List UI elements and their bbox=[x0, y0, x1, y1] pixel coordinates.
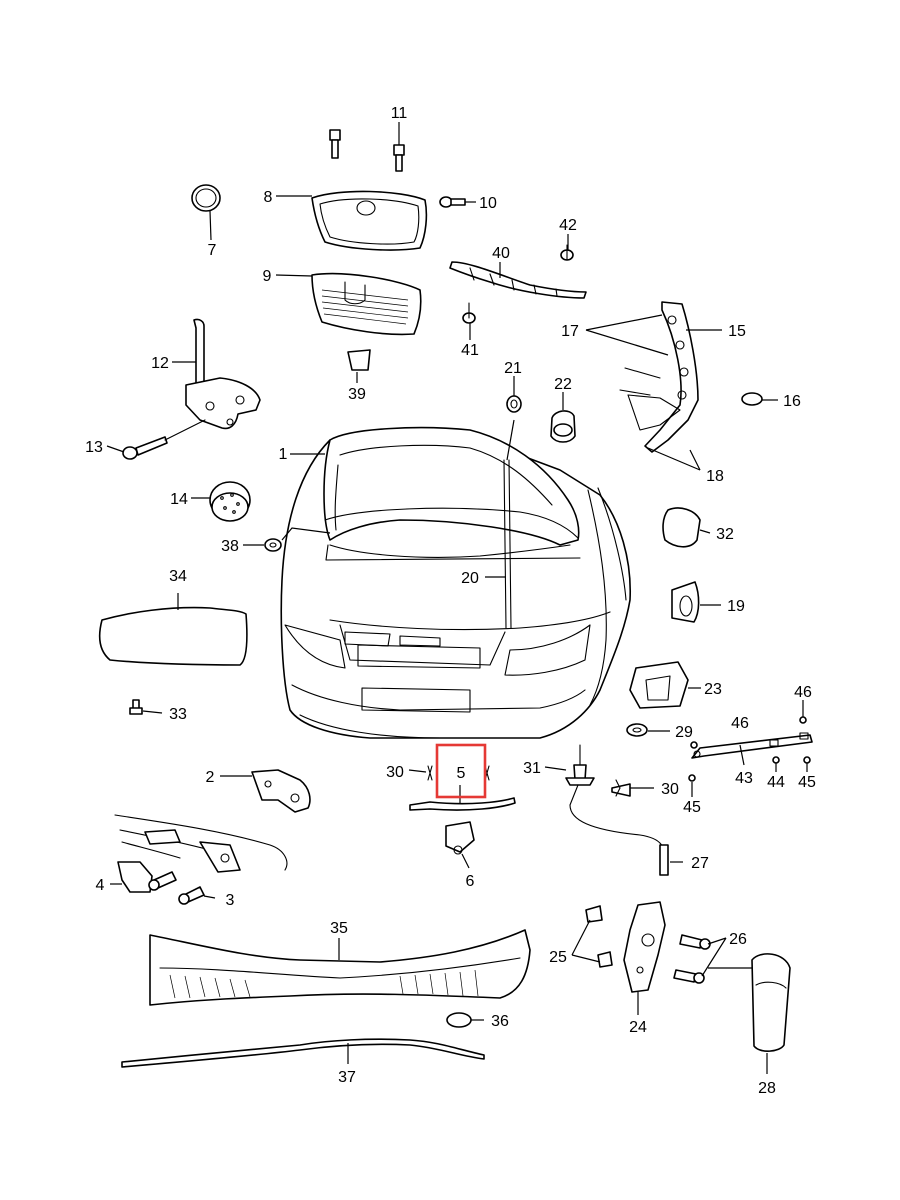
callout-2: 2 bbox=[206, 769, 215, 786]
callout-11: 11 bbox=[391, 105, 408, 122]
highlight-box bbox=[435, 743, 487, 799]
part-43-support-rod bbox=[691, 732, 813, 759]
part-11-bolts bbox=[329, 129, 405, 172]
hinge-mount-detail bbox=[114, 814, 288, 873]
part-42-screw bbox=[560, 244, 574, 261]
part-33-screw bbox=[129, 699, 143, 715]
callout-18: 18 bbox=[706, 468, 724, 485]
callout-45-a: 45 bbox=[683, 799, 701, 816]
part-45-nut-b bbox=[688, 774, 696, 782]
part-16-plug bbox=[741, 392, 763, 406]
callout-5: 5 bbox=[457, 765, 466, 782]
part-28-release-handle bbox=[751, 953, 791, 1052]
callout-20: 20 bbox=[461, 570, 479, 587]
part-5-rod-with-clips bbox=[409, 765, 516, 811]
part-8-cover-frame bbox=[311, 190, 428, 251]
part-31-cable-pull bbox=[565, 744, 595, 806]
part-41-screw bbox=[462, 302, 476, 324]
part-37-seal-strip bbox=[121, 1038, 485, 1068]
callout-37: 37 bbox=[338, 1069, 356, 1086]
callout-13: 13 bbox=[85, 439, 103, 456]
callout-7: 7 bbox=[208, 242, 217, 259]
callout-1: 1 bbox=[279, 446, 288, 463]
part-25-clips bbox=[585, 905, 613, 968]
callout-8: 8 bbox=[264, 189, 273, 206]
part-45-nut-a bbox=[803, 756, 811, 764]
part-36-plug bbox=[446, 1012, 472, 1028]
part-30-clip-right bbox=[611, 779, 631, 797]
part-9-grille-insert bbox=[311, 272, 422, 336]
callout-6: 6 bbox=[466, 873, 475, 890]
part-44-nut bbox=[772, 756, 780, 764]
callout-45-b: 45 bbox=[798, 774, 816, 791]
callout-35: 35 bbox=[330, 920, 348, 937]
callout-41: 41 bbox=[461, 342, 479, 359]
callout-26: 26 bbox=[729, 931, 747, 948]
callout-39: 39 bbox=[348, 386, 366, 403]
part-13-bolt bbox=[122, 419, 206, 460]
part-14-buffer bbox=[209, 481, 251, 522]
part-39-emblem bbox=[347, 349, 371, 371]
callout-34: 34 bbox=[169, 568, 187, 585]
callout-16: 16 bbox=[783, 393, 801, 410]
part-21-grommet bbox=[506, 395, 522, 413]
callout-21: 21 bbox=[504, 360, 522, 377]
leader-lines bbox=[106, 122, 808, 1074]
callout-42: 42 bbox=[559, 217, 577, 234]
part-19-bump-stop bbox=[671, 581, 700, 623]
callout-23: 23 bbox=[704, 681, 722, 698]
callout-31: 31 bbox=[523, 760, 541, 777]
callout-28: 28 bbox=[758, 1080, 776, 1097]
part-46-clip-b bbox=[799, 716, 807, 724]
callout-36: 36 bbox=[491, 1013, 509, 1030]
part-22-cap bbox=[550, 410, 576, 443]
callout-46-b: 46 bbox=[794, 684, 812, 701]
callout-labels: 1 2 3 4 5 6 7 8 9 10 11 12 13 14 15 16 1… bbox=[85, 105, 816, 1097]
part-12-hood-hinge bbox=[185, 318, 261, 430]
part-10-screw bbox=[439, 196, 466, 208]
part-32-pad bbox=[662, 507, 701, 548]
part-29-washer bbox=[626, 723, 648, 737]
part-6-lock bbox=[445, 821, 475, 855]
part-24-lock-carrier bbox=[623, 901, 666, 993]
callout-29: 29 bbox=[675, 724, 693, 741]
callout-17: 17 bbox=[561, 323, 579, 340]
part-3-screws bbox=[148, 871, 205, 905]
callout-14: 14 bbox=[170, 491, 188, 508]
callout-44: 44 bbox=[767, 774, 785, 791]
callout-46-a: 46 bbox=[731, 715, 749, 732]
part-46-clip-a bbox=[690, 741, 698, 749]
callout-19: 19 bbox=[727, 598, 745, 615]
car-front-body bbox=[280, 426, 632, 739]
callout-38: 38 bbox=[221, 538, 239, 555]
callout-33: 33 bbox=[169, 706, 187, 723]
callout-4: 4 bbox=[96, 877, 105, 894]
callout-3: 3 bbox=[226, 892, 235, 909]
callout-30-left: 30 bbox=[386, 764, 404, 781]
callout-27: 27 bbox=[691, 855, 709, 872]
callout-30-right: 30 bbox=[661, 781, 679, 798]
part-40-trim-strip bbox=[449, 261, 587, 299]
part-15-side-seal bbox=[619, 301, 699, 453]
part-23-lock-housing bbox=[629, 661, 689, 709]
part-38-washer bbox=[264, 538, 282, 552]
callout-9: 9 bbox=[263, 268, 272, 285]
part-35-cowl-panel bbox=[149, 929, 531, 1006]
callout-12: 12 bbox=[151, 355, 169, 372]
callout-32: 32 bbox=[716, 526, 734, 543]
part-2-bracket bbox=[251, 769, 311, 813]
part-27-cable bbox=[569, 804, 666, 871]
part-34-insulation-mat bbox=[98, 606, 248, 666]
callout-24: 24 bbox=[629, 1019, 647, 1036]
part-26-bolts bbox=[673, 934, 711, 984]
callout-25: 25 bbox=[549, 949, 567, 966]
callout-22: 22 bbox=[554, 376, 572, 393]
callout-10: 10 bbox=[479, 195, 497, 212]
part-4-plate bbox=[117, 861, 153, 893]
callout-40: 40 bbox=[492, 245, 510, 262]
callout-15: 15 bbox=[728, 323, 746, 340]
callout-43: 43 bbox=[735, 770, 753, 787]
